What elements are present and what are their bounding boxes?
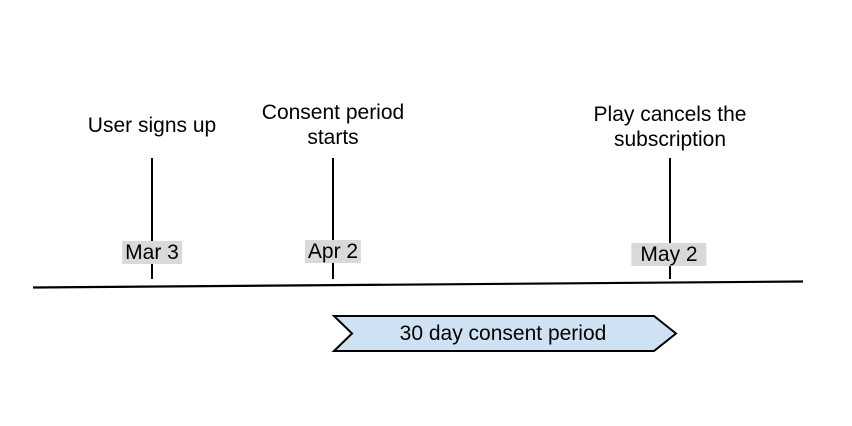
event-date-apr-2: Apr 2 bbox=[304, 240, 362, 263]
event-label-user-signs-up: User signs up bbox=[87, 114, 217, 137]
event-tick-may-2 bbox=[669, 158, 671, 279]
event-date-may-2: May 2 bbox=[631, 243, 707, 266]
event-tick-apr-2 bbox=[332, 158, 334, 279]
event-label-play-cancels-subscription: Play cancels the subscription bbox=[593, 103, 747, 151]
consent-period-arrow-shape bbox=[331, 315, 678, 352]
consent-period-banner-label: 30 day consent period bbox=[399, 322, 607, 345]
event-label-consent-period-starts: Consent period starts bbox=[261, 101, 405, 149]
timeline-axis-line bbox=[32, 280, 804, 289]
event-date-mar-3: Mar 3 bbox=[122, 241, 182, 264]
event-tick-mar-3 bbox=[151, 158, 153, 279]
